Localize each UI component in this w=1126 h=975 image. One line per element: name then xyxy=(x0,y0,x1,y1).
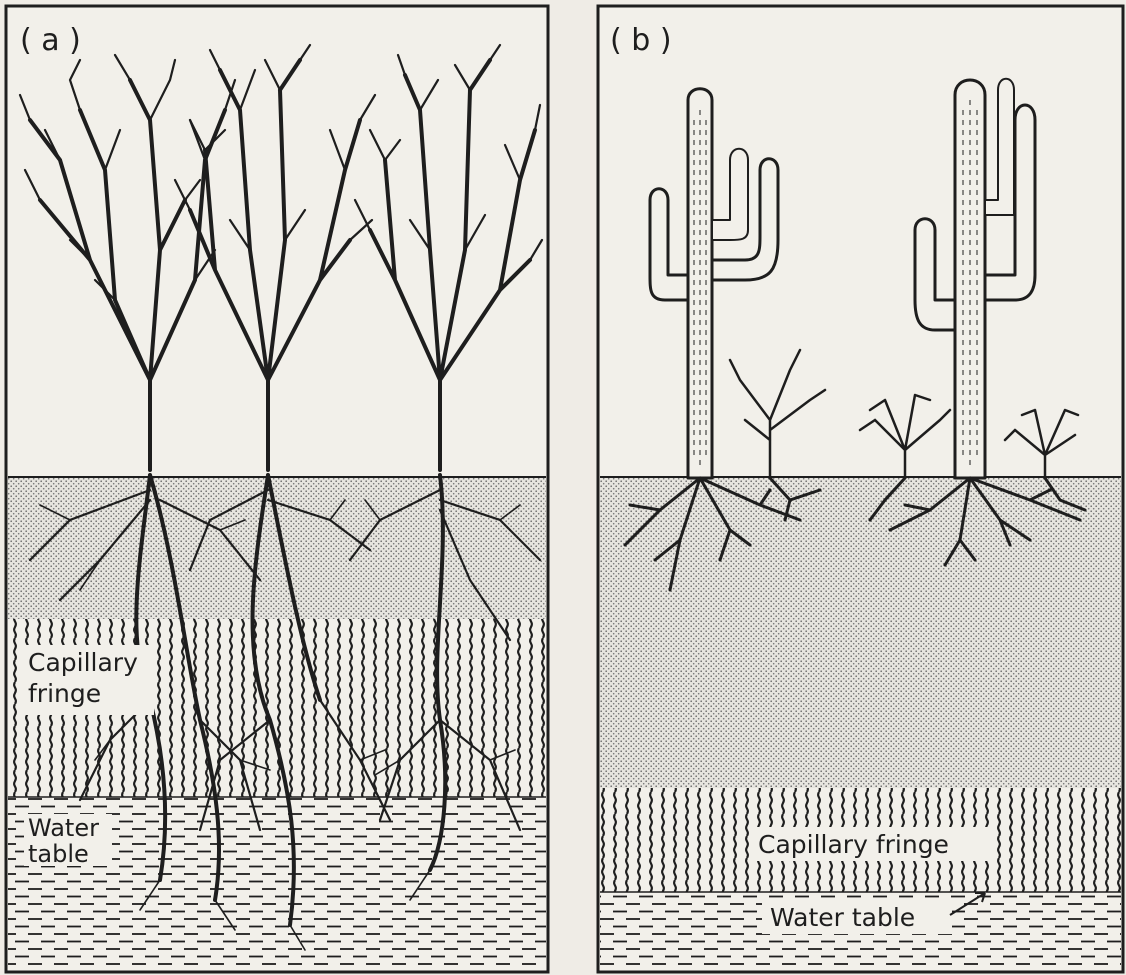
panel-b: ( b ) Capillary fringe Water table xyxy=(598,6,1123,972)
panel-a-soil-layer xyxy=(8,477,546,619)
panel-a: ( a ) Capillary fringe Water table xyxy=(6,6,548,972)
water-table-label-line1: Water xyxy=(28,814,99,842)
capillary-fringe-label-b: Capillary fringe xyxy=(758,830,949,859)
capillary-fringe-label-line1: Capillary xyxy=(28,648,138,677)
water-table-label-line2: table xyxy=(28,840,89,868)
water-table-label-b: Water table xyxy=(770,903,915,932)
panel-a-label: ( a ) xyxy=(20,23,81,58)
capillary-fringe-label-line2: fringe xyxy=(28,679,101,708)
panel-b-label: ( b ) xyxy=(610,23,672,58)
panel-b-soil-layer xyxy=(600,477,1121,788)
